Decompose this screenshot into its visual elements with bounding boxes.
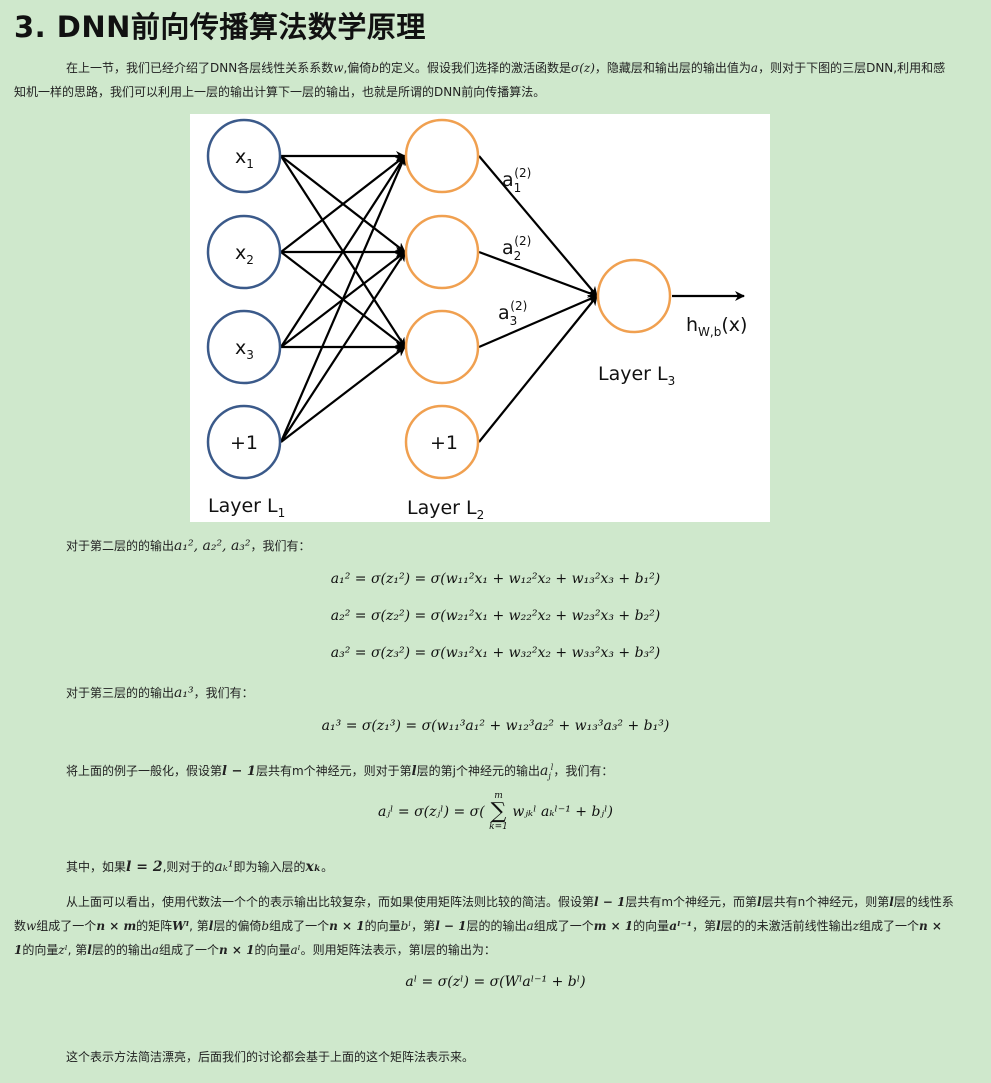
hidden-node-1 (404, 118, 480, 194)
section-heading: 3. DNN前向传播算法数学原理 (14, 10, 426, 44)
equation-a2-2: a₂² = σ(z₂²) = σ(w₂₁²x₁ + w₂₂²x₂ + w₂₃²x… (330, 608, 661, 624)
summation: m ∑ k=1 (489, 791, 508, 832)
label-a3-2: a3(2) (498, 299, 527, 328)
equation-a1-3: a₁³ = σ(z₁³) = σ(w₁₁³a₁² + w₁₂³a₂² + w₁₃… (321, 718, 670, 734)
label-layer-l1: Layer L1 (208, 495, 285, 520)
equation-general: aⱼˡ = σ(zⱼˡ) = σ( m ∑ k=1 wⱼₖˡ aₖˡ⁻¹ + b… (378, 791, 613, 832)
input-node-x2 (206, 214, 282, 290)
label-a2-2: a2(2) (502, 234, 531, 263)
edges (279, 151, 745, 443)
input-node-bias (206, 404, 282, 480)
label-hidden-bias: +1 (430, 432, 458, 454)
dnn-diagram-svg: x1 x2 x3 +1 +1 a1(2) a2(2) a3(2) hW,b(x)… (206, 118, 747, 522)
equation-matrix: aˡ = σ(zˡ) = σ(Wˡaˡ⁻¹ + bˡ) (405, 974, 586, 990)
output-node (596, 258, 672, 334)
label-layer-l3: Layer L3 (598, 363, 675, 388)
label-a1-2: a1(2) (502, 166, 531, 195)
hidden-node-2 (404, 214, 480, 290)
equation-a1-2: a₁² = σ(z₁²) = σ(w₁₁²x₁ + w₁₂²x₂ + w₁₃²x… (330, 571, 661, 587)
input-node-x3 (206, 309, 282, 385)
hidden-node-bias (404, 404, 480, 480)
layer2-intro: 对于第二层的的输出a₁², a₂², a₃²，我们有： (66, 538, 311, 554)
general-intro: 将上面的例子一般化，假设第l − 1层共有m个神经元，则对于第l层的第j个神经元… (66, 763, 614, 781)
intro-paragraph: 在上一节，我们已经介绍了DNN各层线性关系系数w,偏倚b的定义。假设我们选择的激… (14, 61, 946, 99)
matrix-paragraph: 从上面可以看出，使用代数法一个个的表示输出比较复杂，而如果使用矩阵法则比较的简洁… (14, 895, 954, 957)
label-output: hW,b(x) (686, 314, 747, 339)
dnn-diagram: x1 x2 x3 +1 +1 a1(2) a2(2) a3(2) hW,b(x)… (190, 114, 770, 522)
layer3-intro: 对于第三层的的输出a₁³，我们有： (66, 685, 254, 701)
hidden-node-3 (404, 309, 480, 385)
closing-paragraph: 这个表示方法简洁漂亮，后面我们的讨论都会基于上面的这个矩阵法表示来。 (66, 1050, 475, 1064)
label-layer-l2: Layer L2 (407, 497, 484, 522)
label-input-bias: +1 (230, 432, 258, 454)
equation-a3-2: a₃² = σ(z₃²) = σ(w₃₁²x₁ + w₃₂²x₂ + w₃₃²x… (330, 645, 661, 661)
where-note: 其中，如果l = 2,则对于的aₖ¹即为输入层的xₖ。 (66, 859, 334, 875)
input-node-x1 (206, 118, 282, 194)
